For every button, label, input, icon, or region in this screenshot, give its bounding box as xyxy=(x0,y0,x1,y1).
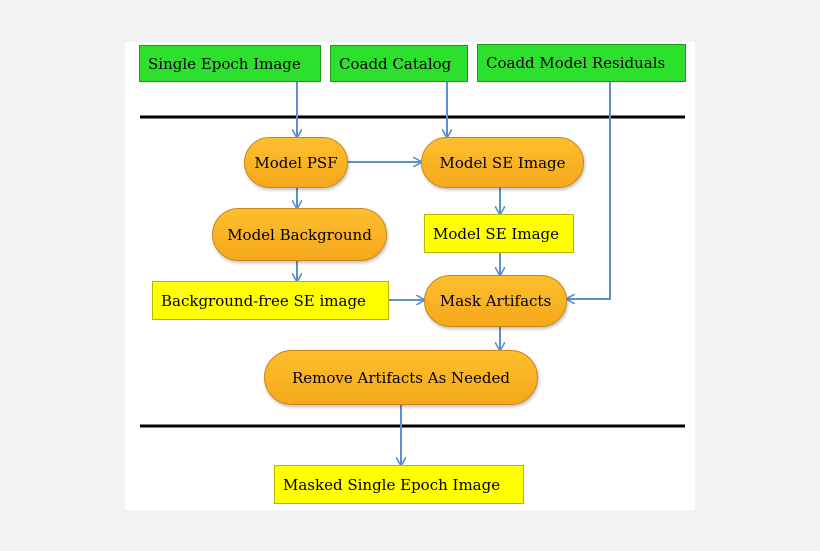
process-model-se-image: Model SE Image xyxy=(421,137,584,188)
product-model-se-image-label: Model SE Image xyxy=(433,224,559,243)
input-coadd-catalog: Coadd Catalog xyxy=(330,45,468,82)
product-masked-single-epoch-image-label: Masked Single Epoch Image xyxy=(283,475,501,494)
input-coadd-model-residuals: Coadd Model Residuals xyxy=(477,44,686,82)
process-model-se-image-label: Model SE Image xyxy=(439,153,566,172)
product-background-free-se-image-label: Background-free SE image xyxy=(161,291,366,310)
flowchart-panel xyxy=(125,42,695,510)
process-mask-artifacts: Mask Artifacts xyxy=(424,275,567,327)
process-model-psf: Model PSF xyxy=(244,137,348,188)
process-model-background-label: Model Background xyxy=(227,225,372,244)
product-background-free-se-image: Background-free SE image xyxy=(152,281,389,320)
process-remove-artifacts-label: Remove Artifacts As Needed xyxy=(291,368,511,387)
input-single-epoch-image-label: Single Epoch Image xyxy=(148,54,301,73)
process-model-psf-label: Model PSF xyxy=(254,153,338,172)
input-coadd-catalog-label: Coadd Catalog xyxy=(339,54,452,73)
process-mask-artifacts-label: Mask Artifacts xyxy=(439,292,552,310)
product-masked-single-epoch-image: Masked Single Epoch Image xyxy=(274,465,524,504)
product-model-se-image: Model SE Image xyxy=(424,214,574,253)
input-single-epoch-image: Single Epoch Image xyxy=(139,45,321,82)
process-remove-artifacts: Remove Artifacts As Needed xyxy=(264,350,538,405)
process-model-background: Model Background xyxy=(212,208,387,261)
input-coadd-model-residuals-label: Coadd Model Residuals xyxy=(486,54,666,72)
